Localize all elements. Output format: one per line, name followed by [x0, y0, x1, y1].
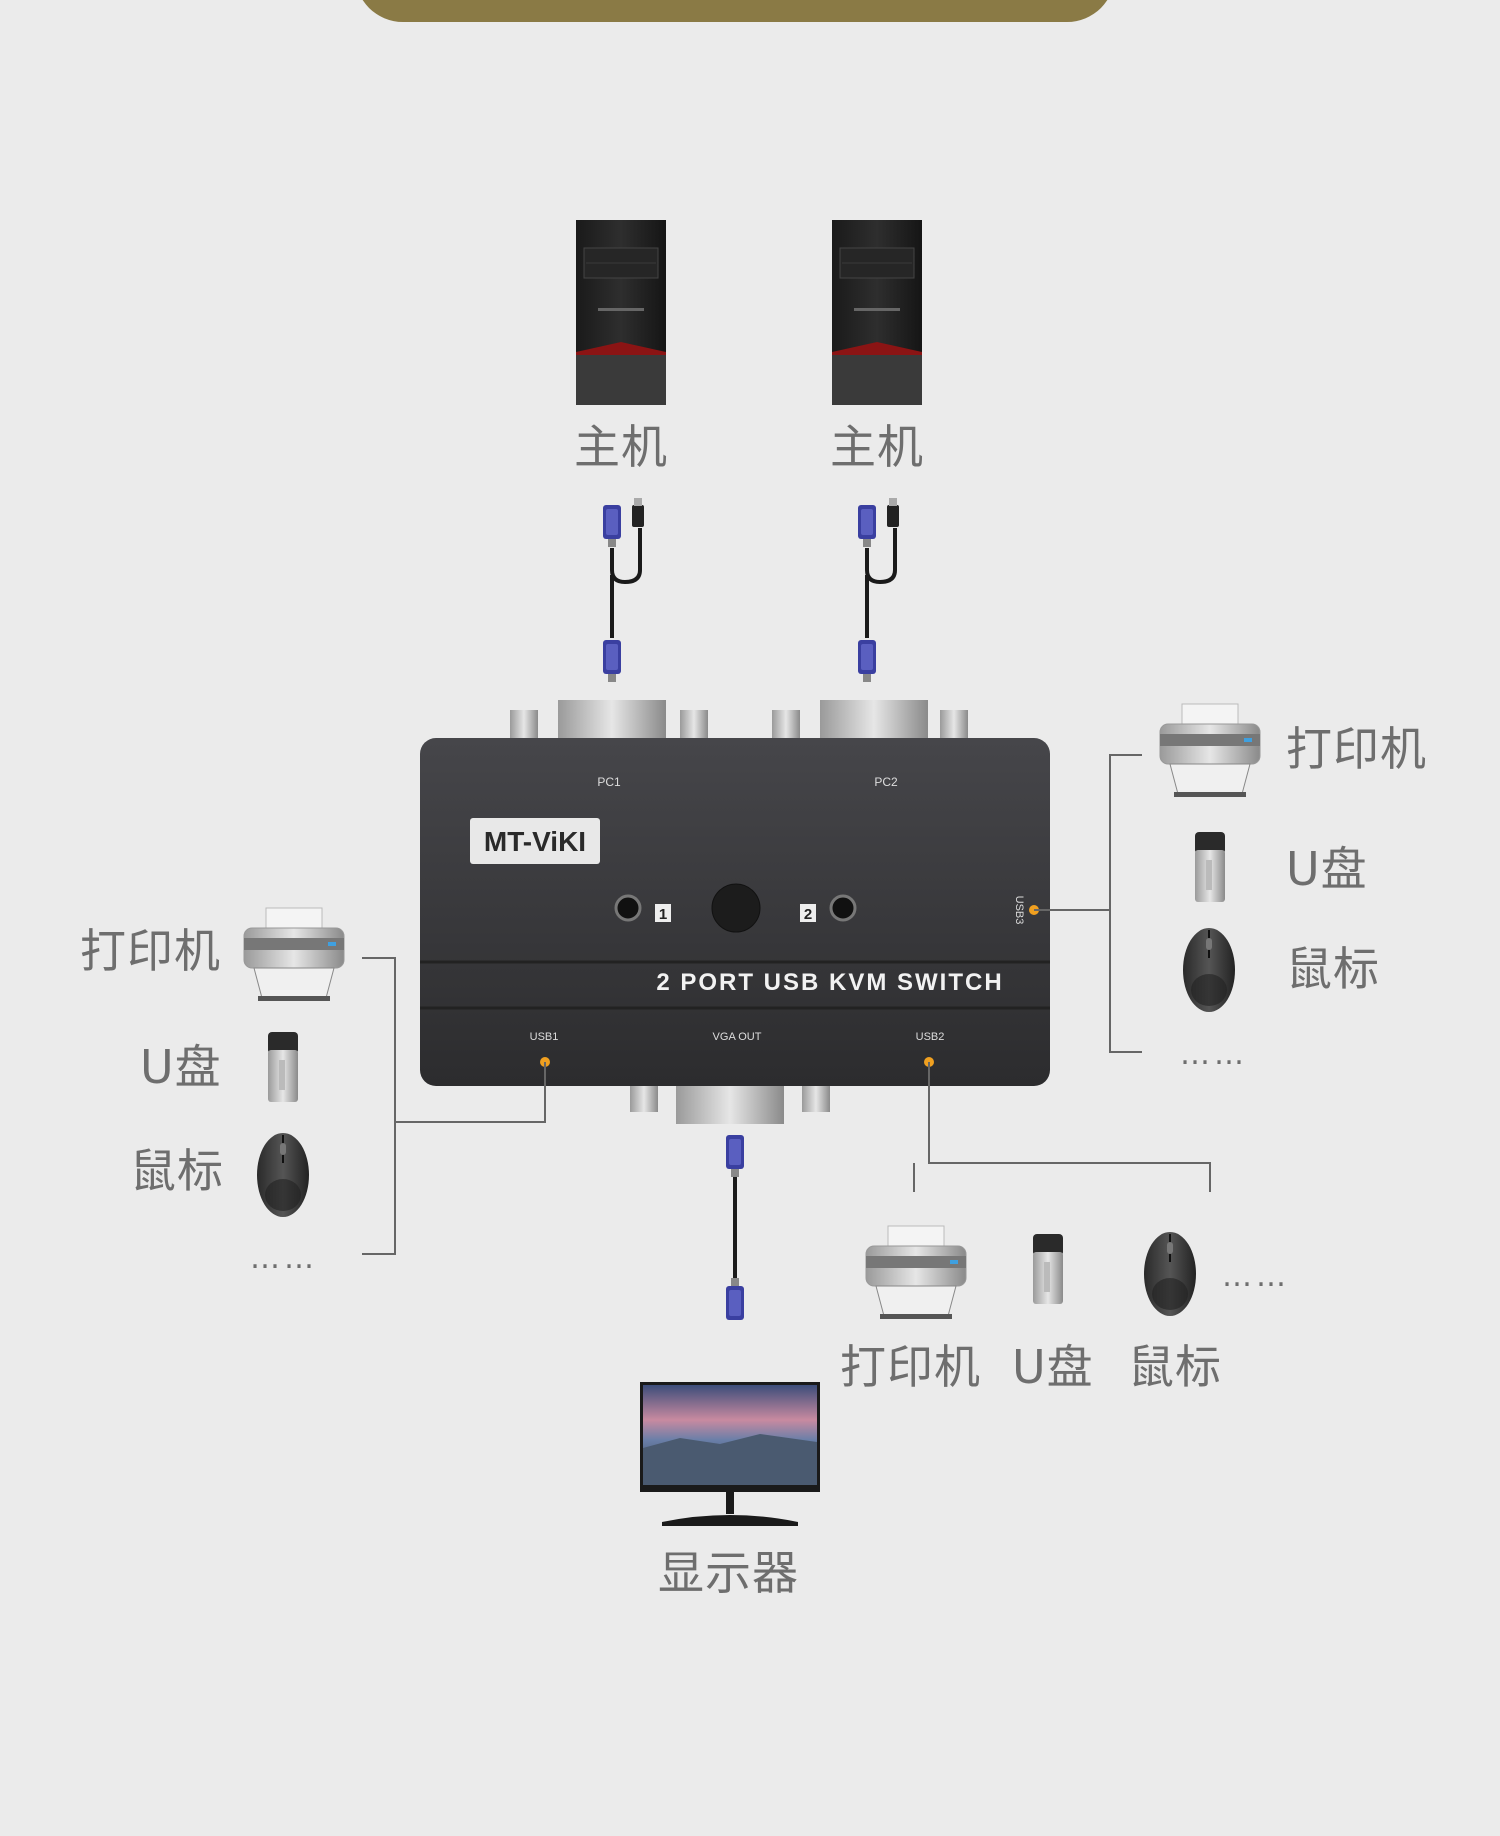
label-left-udisk: U盘 [140, 1040, 222, 1094]
monitor-display [640, 1382, 820, 1526]
printer-right [1159, 703, 1261, 798]
label-left-more: …… [250, 1241, 318, 1276]
led-label-2: 2 [804, 906, 812, 923]
led-indicator-2 [829, 894, 857, 922]
model-text: 2 PORT USB KVM SWITCH [656, 969, 1003, 996]
top-banner [355, 0, 1115, 22]
brand-text: MT-ViKI [484, 826, 586, 857]
label-bottom-printer: 打印机 [840, 1340, 981, 1394]
vga-out-port-bottom [630, 1080, 830, 1124]
label-host-2: 主机 [830, 420, 924, 474]
host-pc-2 [831, 219, 923, 406]
port-label-vga-out: VGA OUT [713, 1031, 762, 1043]
udisk-bottom [1033, 1234, 1063, 1304]
host-pc-1 [575, 219, 667, 406]
mouse-bottom [1143, 1231, 1197, 1317]
label-bottom-udisk: U盘 [1012, 1340, 1094, 1394]
led-label-1: 1 [659, 906, 667, 923]
label-right-more: …… [1180, 1037, 1248, 1072]
monitor-vga-cable [726, 1135, 744, 1320]
brand-badge [470, 818, 600, 864]
port-label-usb1: USB1 [530, 1031, 559, 1043]
label-left-printer: 打印机 [80, 924, 221, 978]
kvm-switch-device: MT-ViKI PC1 PC2 1 2 USB3 2 PORT USB KVM … [420, 738, 1050, 1086]
label-bottom-more: …… [1222, 1259, 1290, 1294]
switch-button [711, 883, 761, 933]
udisk-left [268, 1032, 298, 1102]
kvm-cable-2 [858, 498, 899, 682]
port-label-pc1: PC1 [597, 775, 621, 789]
label-right-mouse: 鼠标 [1286, 942, 1380, 996]
label-monitor: 显示器 [658, 1546, 799, 1600]
udisk-right [1195, 832, 1225, 902]
kvm-cable-1 [603, 498, 644, 682]
label-bottom-mouse: 鼠标 [1128, 1340, 1222, 1394]
connection-lines [362, 754, 1211, 1255]
pc-ports-top [510, 700, 968, 740]
port-label-usb3: USB3 [1013, 896, 1025, 925]
label-left-mouse: 鼠标 [130, 1144, 224, 1198]
port-label-usb2: USB2 [916, 1031, 945, 1043]
printer-left [243, 907, 345, 1002]
mouse-left [256, 1132, 310, 1218]
label-host-1: 主机 [574, 420, 668, 474]
label-right-printer: 打印机 [1286, 722, 1427, 776]
mouse-right [1182, 927, 1236, 1013]
printer-bottom [865, 1225, 967, 1320]
port-label-pc2: PC2 [874, 775, 898, 789]
label-right-udisk: U盘 [1286, 842, 1368, 896]
led-indicator-1 [614, 894, 642, 922]
